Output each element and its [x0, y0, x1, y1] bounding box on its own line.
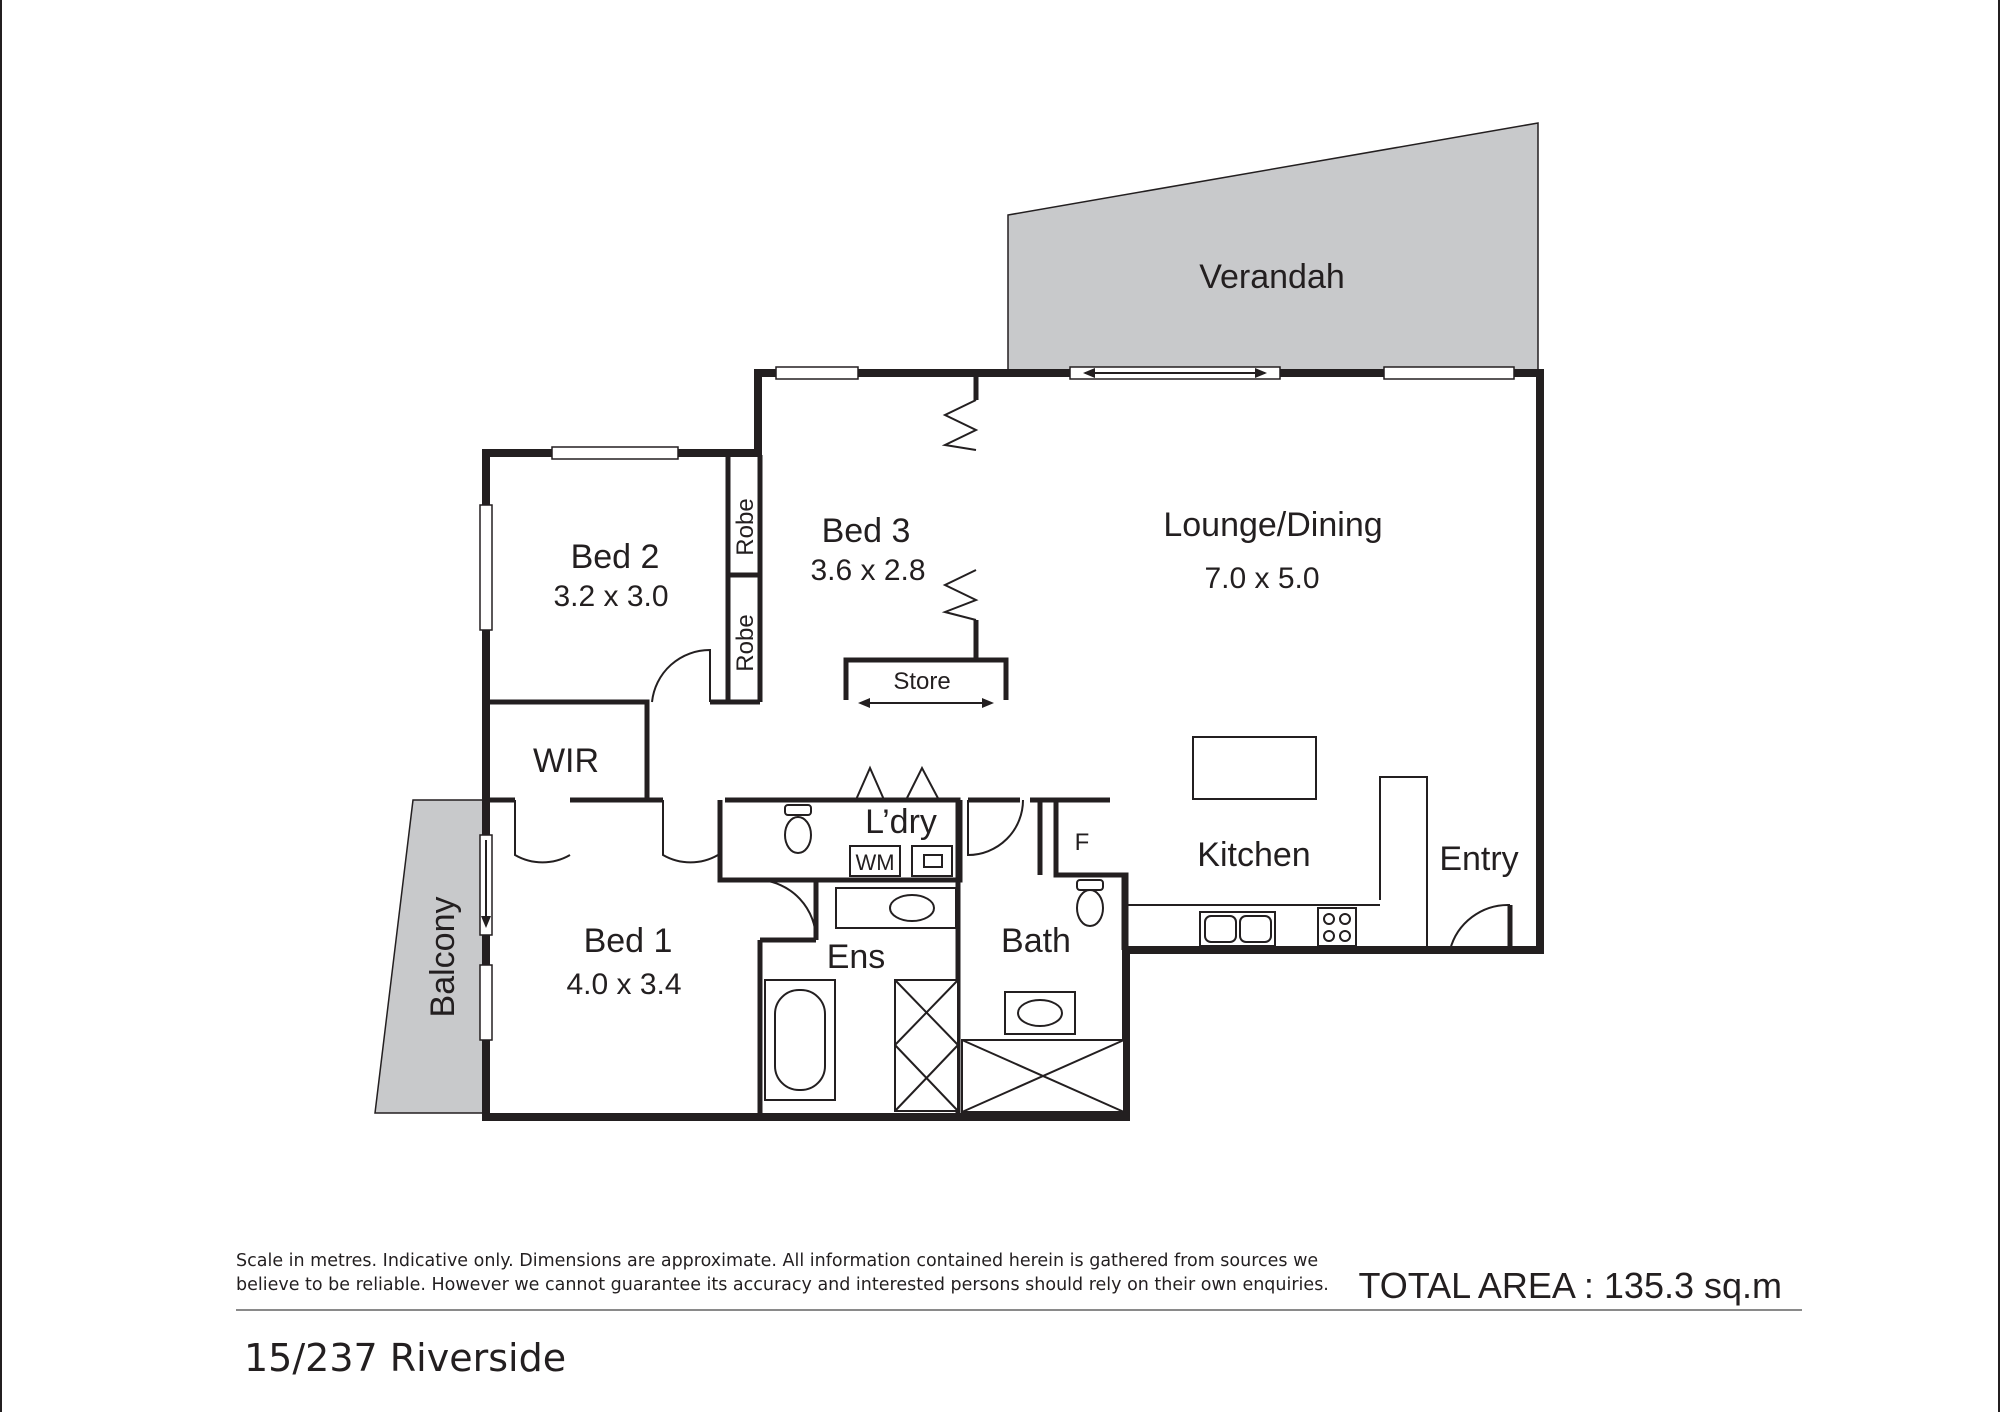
store-arrows	[858, 698, 994, 708]
bed3-size: 3.6 x 2.8	[810, 554, 925, 587]
kitchen-label: Kitchen	[1197, 836, 1310, 874]
bath-label: Bath	[1001, 922, 1071, 960]
door-swings	[514, 399, 1511, 951]
bath-toilet	[1076, 889, 1104, 927]
robe-upper-label: Robe	[732, 498, 759, 555]
entry-label: Entry	[1439, 840, 1518, 878]
ensuite-label: Ens	[827, 938, 886, 976]
verandah-label: Verandah	[1199, 258, 1345, 296]
washing-machine	[849, 845, 901, 877]
wm-label: WM	[855, 850, 894, 875]
laundry-label: L’dry	[865, 803, 937, 841]
bed2-size: 3.2 x 3.0	[553, 580, 668, 613]
fridge-label: F	[1075, 829, 1090, 856]
lounge-label: Lounge/Dining	[1163, 506, 1382, 544]
address: 15/237 Riverside	[244, 1336, 566, 1380]
disclaimer-line-2: believe to be reliable. However we canno…	[236, 1275, 1329, 1295]
store-label: Store	[893, 668, 950, 695]
lounge-size: 7.0 x 5.0	[1204, 562, 1319, 595]
bed3-label: Bed 3	[822, 512, 911, 550]
sliding-door-arrows	[481, 368, 1267, 928]
kitchen-island	[1192, 736, 1317, 800]
robe-lower-label: Robe	[732, 614, 759, 671]
ensuite-toilet	[784, 816, 812, 854]
bed1-size: 4.0 x 3.4	[566, 968, 681, 1001]
fixtures	[764, 736, 1428, 1113]
windows	[479, 366, 1515, 1041]
verandah-area	[1007, 122, 1539, 374]
total-area: TOTAL AREA : 135.3 sq.m	[1358, 1265, 1782, 1306]
balcony-label: Balcony	[424, 897, 462, 1018]
disclaimer-line-1: Scale in metres. Indicative only. Dimens…	[236, 1251, 1318, 1271]
bed1-label: Bed 1	[584, 922, 673, 960]
ensuite-shower	[894, 979, 959, 1112]
bed2-label: Bed 2	[571, 538, 660, 576]
wir-label: WIR	[533, 742, 599, 780]
cooktop	[1317, 907, 1357, 947]
interior-walls	[486, 373, 1513, 1117]
